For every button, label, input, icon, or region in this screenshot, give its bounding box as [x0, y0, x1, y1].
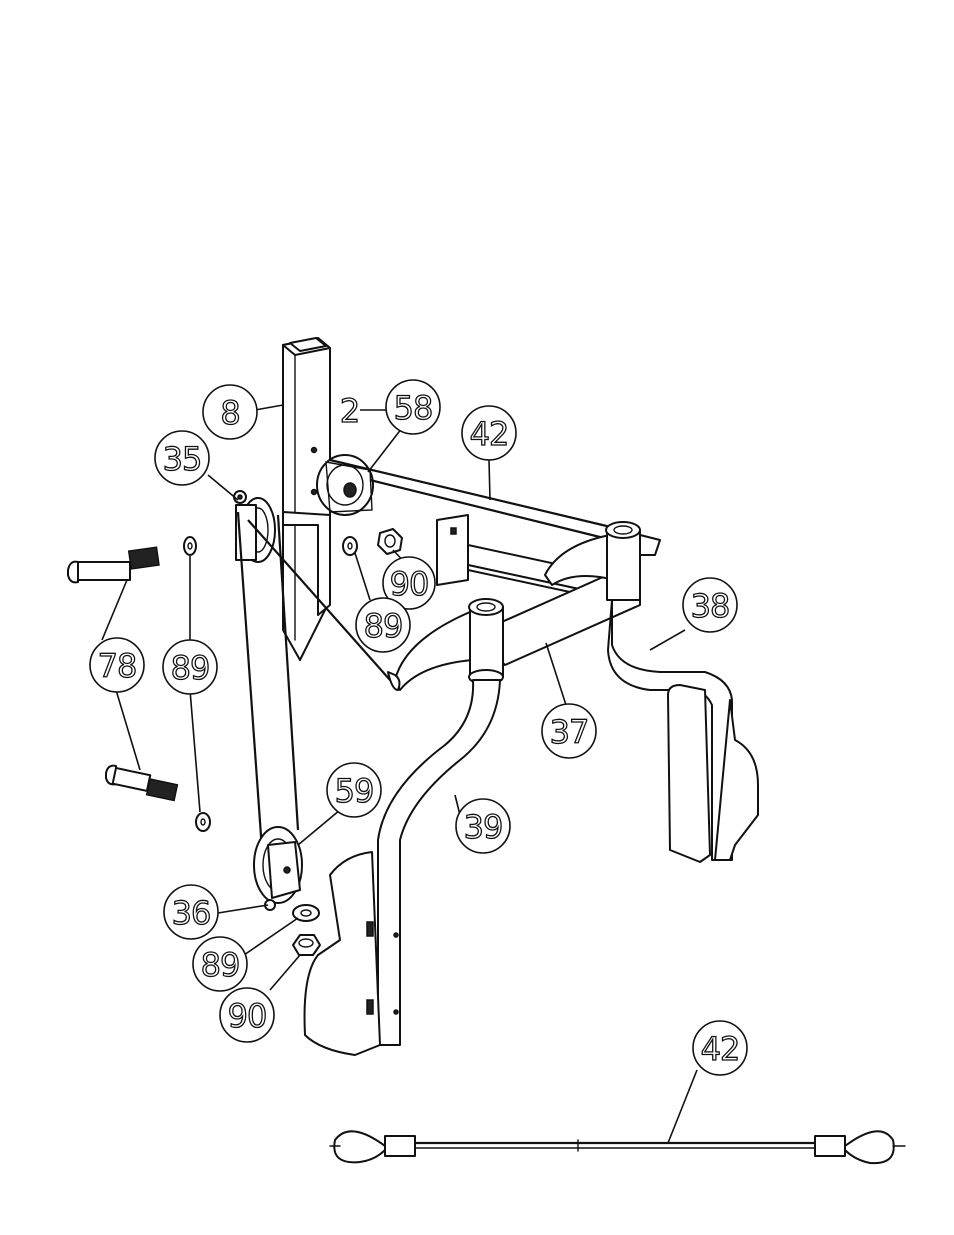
callout-8-label: 8: [220, 394, 239, 432]
callout-38-label: 38: [691, 587, 730, 625]
nut-top: [378, 529, 402, 554]
callout-89-left-label: 89: [171, 649, 210, 687]
right-pivot-collar: [606, 522, 660, 600]
washer-top: [343, 537, 357, 555]
callout-90-bottom: 90: [220, 988, 274, 1042]
callout-78-label: 78: [98, 647, 137, 685]
callout-89-bottom: 89: [193, 937, 247, 991]
callout-39: 39: [456, 799, 510, 853]
callout-36: 36: [164, 885, 218, 939]
callout-36-label: 36: [172, 894, 211, 932]
left-pivot-collar: [469, 599, 503, 684]
callout-90-bottom-label: 90: [228, 997, 267, 1035]
callout-89-top: 89: [356, 598, 410, 652]
callout-8: 8: [203, 385, 257, 439]
callout-37: 37: [542, 704, 596, 758]
callout-42-bottom: 42: [693, 1021, 747, 1075]
bolt-upper: [68, 547, 159, 582]
cable-assembly: [330, 1131, 905, 1163]
bottom-pulley: [254, 827, 302, 910]
callout-39-label: 39: [464, 808, 503, 846]
nut-bottom: [293, 935, 320, 955]
callout-58-label: 58: [394, 389, 433, 427]
callout-90-top-label: 90: [390, 565, 429, 603]
callout-37-label: 37: [550, 713, 589, 751]
washer-upper-left: [184, 537, 196, 555]
callout-42-bottom-label: 42: [701, 1030, 740, 1068]
callout-35: 35: [155, 431, 209, 485]
callout-58: 2 58: [340, 380, 440, 434]
callout-35-label: 35: [163, 440, 202, 478]
washer-lower-left: [196, 813, 210, 831]
callout-89-bottom-label: 89: [201, 946, 240, 984]
bolt-lower: [106, 766, 177, 801]
callout-59: 59: [327, 763, 381, 817]
left-arm: [378, 680, 500, 1045]
callout-42-top-label: 42: [470, 415, 509, 453]
callout-42-top: 42: [462, 406, 516, 460]
callout-89-left: 89: [163, 640, 217, 694]
callout-38: 38: [683, 578, 737, 632]
callout-78: 78: [90, 638, 144, 692]
callout-89-top-label: 89: [364, 607, 403, 645]
callout-59-label: 59: [335, 772, 374, 810]
callout-58-qty: 2: [340, 392, 360, 430]
